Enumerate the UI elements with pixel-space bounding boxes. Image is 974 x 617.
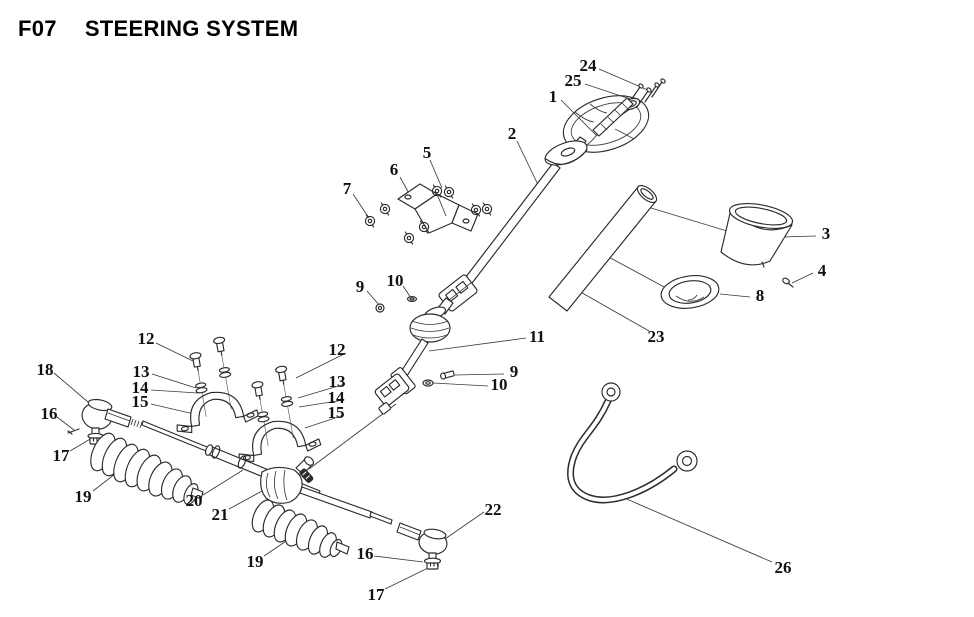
callout-6: 6 bbox=[390, 160, 399, 179]
callout-21: 21 bbox=[212, 505, 229, 524]
callout-12: 12 bbox=[138, 329, 155, 348]
callout-14: 14 bbox=[132, 378, 150, 397]
leader-line bbox=[150, 389, 199, 394]
leader-line bbox=[584, 83, 634, 101]
mounting-bracket bbox=[397, 183, 479, 234]
leader-line bbox=[444, 511, 485, 540]
callout-16: 16 bbox=[357, 544, 374, 563]
callout-12: 12 bbox=[329, 340, 346, 359]
callout-16: 16 bbox=[41, 404, 58, 423]
callout-9: 9 bbox=[356, 277, 365, 296]
flexible-coupling bbox=[396, 297, 454, 383]
leader-line bbox=[719, 293, 751, 298]
bellows-left bbox=[90, 432, 204, 505]
assembly-line bbox=[308, 403, 397, 470]
callout-22: 22 bbox=[485, 500, 502, 519]
callout-17: 17 bbox=[368, 585, 386, 604]
callout-7: 7 bbox=[343, 179, 352, 198]
callout-20: 20 bbox=[186, 491, 203, 510]
callout-18: 18 bbox=[37, 360, 54, 379]
leader-line bbox=[516, 140, 542, 192]
spline-shaft bbox=[592, 97, 634, 137]
leader-line bbox=[150, 403, 195, 415]
callout-11: 11 bbox=[529, 327, 545, 346]
column-tube bbox=[548, 185, 658, 312]
leader-line bbox=[373, 555, 424, 563]
leader-line bbox=[791, 272, 814, 284]
dust-ring bbox=[660, 275, 720, 309]
callout-13: 13 bbox=[329, 372, 346, 391]
leader-line bbox=[69, 437, 93, 452]
callout-5: 5 bbox=[423, 143, 432, 162]
leader-line bbox=[202, 469, 244, 496]
callout-15: 15 bbox=[328, 403, 345, 422]
callout-10: 10 bbox=[387, 271, 404, 290]
callout-17: 17 bbox=[53, 446, 71, 465]
callout-19: 19 bbox=[247, 552, 264, 571]
callout-10: 10 bbox=[491, 375, 508, 394]
ground-cable bbox=[567, 382, 698, 504]
title-text: STEERING SYSTEM bbox=[84, 16, 299, 41]
callout-9: 9 bbox=[510, 362, 519, 381]
column-cover bbox=[720, 203, 794, 268]
ring-terminal bbox=[676, 450, 698, 472]
callout-3: 3 bbox=[822, 224, 831, 243]
leader-line bbox=[432, 382, 489, 387]
ujoint-bolt-set-lower bbox=[422, 370, 455, 387]
leader-line bbox=[402, 285, 412, 299]
leader-line bbox=[352, 193, 370, 219]
cover-screw bbox=[782, 277, 794, 288]
leader-line bbox=[155, 342, 198, 364]
callout-4: 4 bbox=[818, 261, 827, 280]
leader-line bbox=[295, 352, 347, 379]
callout-8: 8 bbox=[756, 286, 765, 305]
leader-line bbox=[621, 496, 773, 563]
leader-line bbox=[297, 383, 346, 399]
leader-line bbox=[298, 399, 345, 408]
callout-labels: 24 25 1 2 5 6 7 9 10 11 9 10 3 4 8 23 12… bbox=[37, 56, 831, 604]
callout-15: 15 bbox=[132, 392, 149, 411]
leader-line bbox=[384, 567, 429, 590]
pinch-bolt bbox=[299, 468, 314, 483]
pinion-housing bbox=[260, 456, 315, 504]
leader-line bbox=[53, 372, 89, 403]
rack-clamp-assembly bbox=[161, 332, 261, 436]
leader-line bbox=[569, 285, 650, 332]
leader-line bbox=[428, 337, 527, 352]
thread-ticks bbox=[130, 418, 143, 429]
steering-rack bbox=[67, 398, 448, 570]
ring-terminal bbox=[601, 382, 621, 402]
leader-line bbox=[56, 416, 75, 431]
assembly-line bbox=[650, 207, 728, 232]
leader-line bbox=[366, 290, 381, 307]
leader-line bbox=[454, 373, 505, 376]
hub-bolts bbox=[628, 78, 666, 108]
callout-26: 26 bbox=[775, 558, 792, 577]
cotter-pin-left bbox=[67, 428, 80, 435]
tie-rod-end-right bbox=[396, 522, 448, 570]
callout-23: 23 bbox=[648, 327, 665, 346]
callout-1: 1 bbox=[549, 87, 558, 106]
callout-19: 19 bbox=[75, 487, 92, 506]
column-shaft bbox=[458, 136, 588, 292]
tie-rod-end-left bbox=[81, 398, 113, 445]
callout-13: 13 bbox=[133, 362, 150, 381]
callout-14: 14 bbox=[328, 388, 346, 407]
callout-24: 24 bbox=[580, 56, 598, 75]
callout-2: 2 bbox=[508, 124, 517, 143]
ujoint-washer-set-upper bbox=[375, 296, 418, 313]
leader-line bbox=[151, 373, 197, 389]
page-title: F07 STEERING SYSTEM bbox=[18, 16, 298, 42]
bellows-right bbox=[251, 499, 350, 558]
leader-line bbox=[429, 159, 443, 189]
lower-universal-joint bbox=[374, 367, 416, 415]
leader-line bbox=[304, 414, 345, 429]
callout-25: 25 bbox=[565, 71, 582, 90]
title-code: F07 bbox=[18, 16, 57, 41]
